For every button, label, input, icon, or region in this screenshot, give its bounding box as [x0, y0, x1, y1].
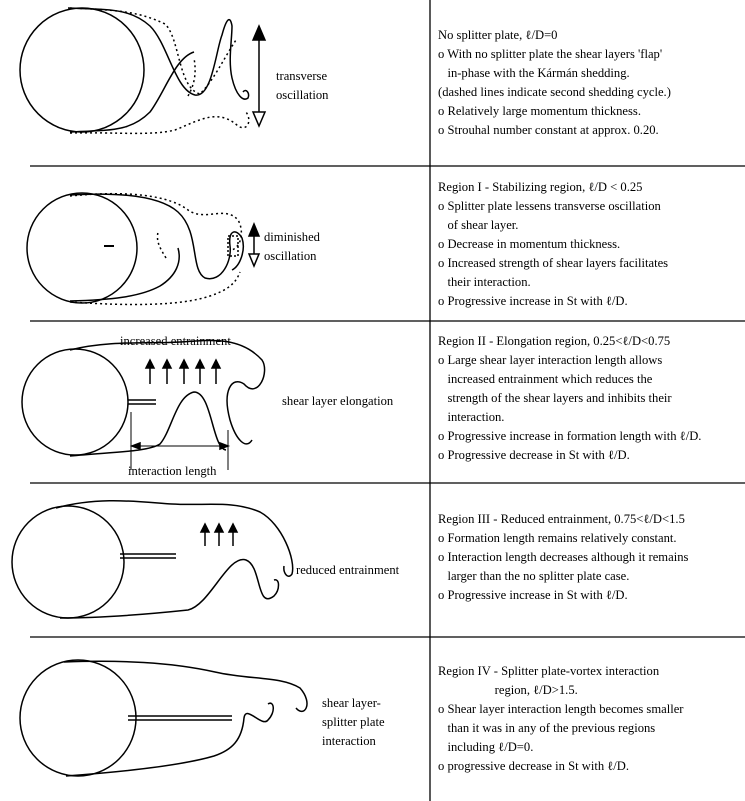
row-text-region-3: Region III - Reduced entrainment, 0.75<ℓ… — [438, 510, 745, 605]
text-line: o With no splitter plate the shear layer… — [438, 45, 745, 64]
shear-layer-dashed-upper — [70, 8, 236, 94]
text-line: o Large shear layer interaction length a… — [438, 351, 745, 370]
label-shear-layer-elongation: shear layer elongation — [282, 392, 393, 411]
text-line: o Progressive increase in St with ℓ/D. — [438, 586, 745, 605]
text-line: o Strouhal number constant at approx. 0.… — [438, 121, 745, 140]
text-line: Region II - Elongation region, 0.25<ℓ/D<… — [438, 332, 745, 351]
text-line: Region I - Stabilizing region, ℓ/D < 0.2… — [438, 178, 745, 197]
arrow-up-head — [253, 26, 265, 40]
text-line: of shear layer. — [438, 216, 745, 235]
row-text-region-4: Region IV - Splitter plate-vortex intera… — [438, 662, 745, 776]
text-line: their interaction. — [438, 273, 745, 292]
text-line: o Progressive increase in St with ℓ/D. — [438, 292, 745, 311]
text-line: Region IV - Splitter plate-vortex intera… — [438, 662, 745, 681]
text-line: o Interaction length decreases although … — [438, 548, 745, 567]
sketch-region-3 — [12, 501, 293, 618]
text-line: interaction. — [438, 408, 745, 427]
label-shear-layer-interaction-3: interaction — [322, 732, 376, 751]
label-oscillation: oscillation — [264, 247, 316, 266]
label-shear-layer-interaction-1: shear layer- — [322, 694, 381, 713]
label-oscillation: oscillation — [276, 86, 328, 105]
text-line: o progressive decrease in St with ℓ/D. — [438, 757, 745, 776]
cylinder — [22, 349, 128, 455]
text-line: strength of the shear layers and inhibit… — [438, 389, 745, 408]
text-line: o Decrease in momentum thickness. — [438, 235, 745, 254]
cylinder — [27, 193, 137, 303]
text-line: No splitter plate, ℓ/D=0 — [438, 26, 745, 45]
shear-layer-solid — [70, 194, 243, 279]
text-line: o Progressive increase in formation leng… — [438, 427, 745, 446]
text-line: o Splitter plate lessens transverse osci… — [438, 197, 745, 216]
row-text-region-1: Region I - Stabilizing region, ℓ/D < 0.2… — [438, 178, 745, 311]
text-line: region, ℓ/D>1.5. — [438, 681, 745, 700]
label-diminished: diminished — [264, 228, 320, 247]
text-line: Region III - Reduced entrainment, 0.75<ℓ… — [438, 510, 745, 529]
cylinder — [20, 8, 144, 132]
arrow-down-head — [253, 112, 265, 126]
cylinder — [20, 660, 136, 776]
label-interaction-length: interaction length — [128, 462, 216, 481]
entrainment-arrows-increased — [146, 360, 220, 384]
shear-layer-lower — [60, 560, 279, 618]
cylinder — [12, 506, 124, 618]
label-shear-layer-interaction-2: splitter plate — [322, 713, 385, 732]
shear-layer-solid-lower — [70, 248, 179, 301]
sketch-region-1 — [27, 193, 259, 304]
text-line: increased entrainment which reduces the — [438, 370, 745, 389]
text-line: o Formation length remains relatively co… — [438, 529, 745, 548]
text-line: in-phase with the Kármán shedding. — [438, 64, 745, 83]
label-reduced-entrainment: reduced entrainment — [296, 561, 399, 580]
label-transverse: transverse — [276, 67, 327, 86]
text-line: o Relatively large momentum thickness. — [438, 102, 745, 121]
label-increased-entrainment: increased entrainment — [120, 332, 231, 351]
entrainment-arrows-reduced — [201, 524, 237, 546]
arrow-down-head — [249, 254, 259, 266]
shear-layer-lower — [66, 703, 273, 776]
row-text-no-splitter: No splitter plate, ℓ/D=0 o With no split… — [438, 26, 745, 140]
text-line: o Increased strength of shear layers fac… — [438, 254, 745, 273]
shear-layer-upper — [56, 501, 293, 577]
text-line: including ℓ/D=0. — [438, 738, 745, 757]
row-text-region-2: Region II - Elongation region, 0.25<ℓ/D<… — [438, 332, 745, 465]
arrow-up-head — [249, 224, 259, 236]
text-line: (dashed lines indicate second shedding c… — [438, 83, 745, 102]
sketch-no-splitter — [20, 8, 265, 133]
sketch-region-4 — [20, 660, 307, 776]
shear-layer-solid-lower — [70, 52, 194, 132]
sketch-region-2 — [22, 340, 265, 470]
text-line: o Shear layer interaction length becomes… — [438, 700, 745, 719]
text-line: larger than the no splitter plate case. — [438, 567, 745, 586]
text-line: o Progressive decrease in St with ℓ/D. — [438, 446, 745, 465]
shear-layer-upper — [70, 340, 265, 443]
text-line: than it was in any of the previous regio… — [438, 719, 745, 738]
